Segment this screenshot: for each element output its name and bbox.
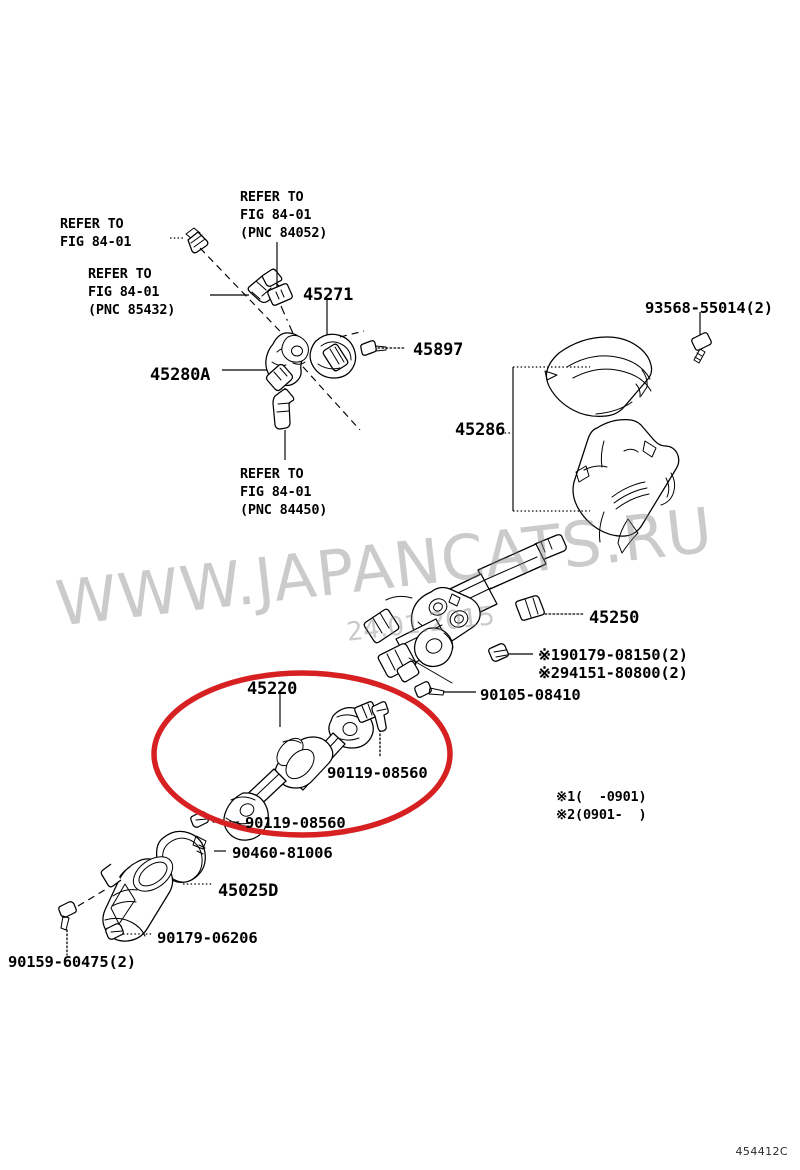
part-90119-08560-b: 90119-08560 xyxy=(245,814,346,832)
part-45025D: 45025D xyxy=(218,881,279,901)
part-illustration-45286-lower-cover xyxy=(572,419,680,554)
part-illustration-45897 xyxy=(339,330,405,356)
highlight-ellipse xyxy=(151,670,453,838)
part-illustration-93568-55014 xyxy=(691,312,712,364)
dash-45897-link xyxy=(339,330,365,338)
part-illustration-45271 xyxy=(309,300,357,379)
part-90119-08560-a: 90119-08560 xyxy=(327,764,428,782)
part-illustration-90105-08410 xyxy=(414,681,476,698)
part-illustration-90159-60475 xyxy=(58,887,109,956)
part-illustration-45250-column xyxy=(363,534,567,684)
part-45220: 45220 xyxy=(247,679,298,699)
dash-bolt-to-boot xyxy=(77,887,109,907)
refer-84-01-pnc-84052: REFER TO FIG 84-01 (PNC 84052) xyxy=(240,189,328,241)
part-45271: 45271 xyxy=(303,285,354,305)
leader-refer-pnc-84052 xyxy=(267,242,293,306)
part-illustration-nut-190179 xyxy=(488,643,533,662)
note-mark-2: ※2(0901- ) xyxy=(556,807,647,823)
refer-84-01-pnc-84450: REFER TO FIG 84-01 (PNC 84450) xyxy=(240,466,328,518)
part-illustration-45286-upper-cover xyxy=(544,336,653,417)
part-45250: 45250 xyxy=(589,608,640,628)
part-illustration-45280A xyxy=(222,332,309,392)
leader-45250 xyxy=(515,595,584,621)
part-45286: 45286 xyxy=(455,420,506,440)
part-illustration-connector xyxy=(272,388,295,460)
part-294151-80800: ※294151-80800(2) xyxy=(538,664,688,682)
refer-84-01-pnc-85432: REFER TO FIG 84-01 (PNC 85432) xyxy=(88,266,176,318)
part-90460-81006: 90460-81006 xyxy=(232,844,333,862)
refer-84-01-a: REFER TO FIG 84-01 xyxy=(60,216,132,250)
part-45280A: 45280A xyxy=(150,365,211,385)
diagram-code: 454412C xyxy=(735,1145,788,1158)
part-90159-60475: 90159-60475(2) xyxy=(8,953,136,971)
dash-dot-84052 xyxy=(280,305,296,339)
part-45897: 45897 xyxy=(413,340,464,360)
part-90179-06206: 90179-06206 xyxy=(157,929,258,947)
part-illustration-90179-06206 xyxy=(105,923,153,940)
part-illustration-45025D-boot xyxy=(100,856,212,942)
assembly-axis-dashed-mid xyxy=(294,357,361,431)
part-illustration-90119-08560-upper xyxy=(371,701,389,758)
leader-bracket-45286 xyxy=(497,366,590,512)
part-90105-08410: 90105-08410 xyxy=(480,686,581,704)
part-190179-08150: ※190179-08150(2) xyxy=(538,646,688,664)
part-93568-55014: 93568-55014(2) xyxy=(645,299,773,317)
leader-refer-84-01-a xyxy=(170,227,209,254)
note-mark-1: ※1( -0901) xyxy=(556,789,647,805)
